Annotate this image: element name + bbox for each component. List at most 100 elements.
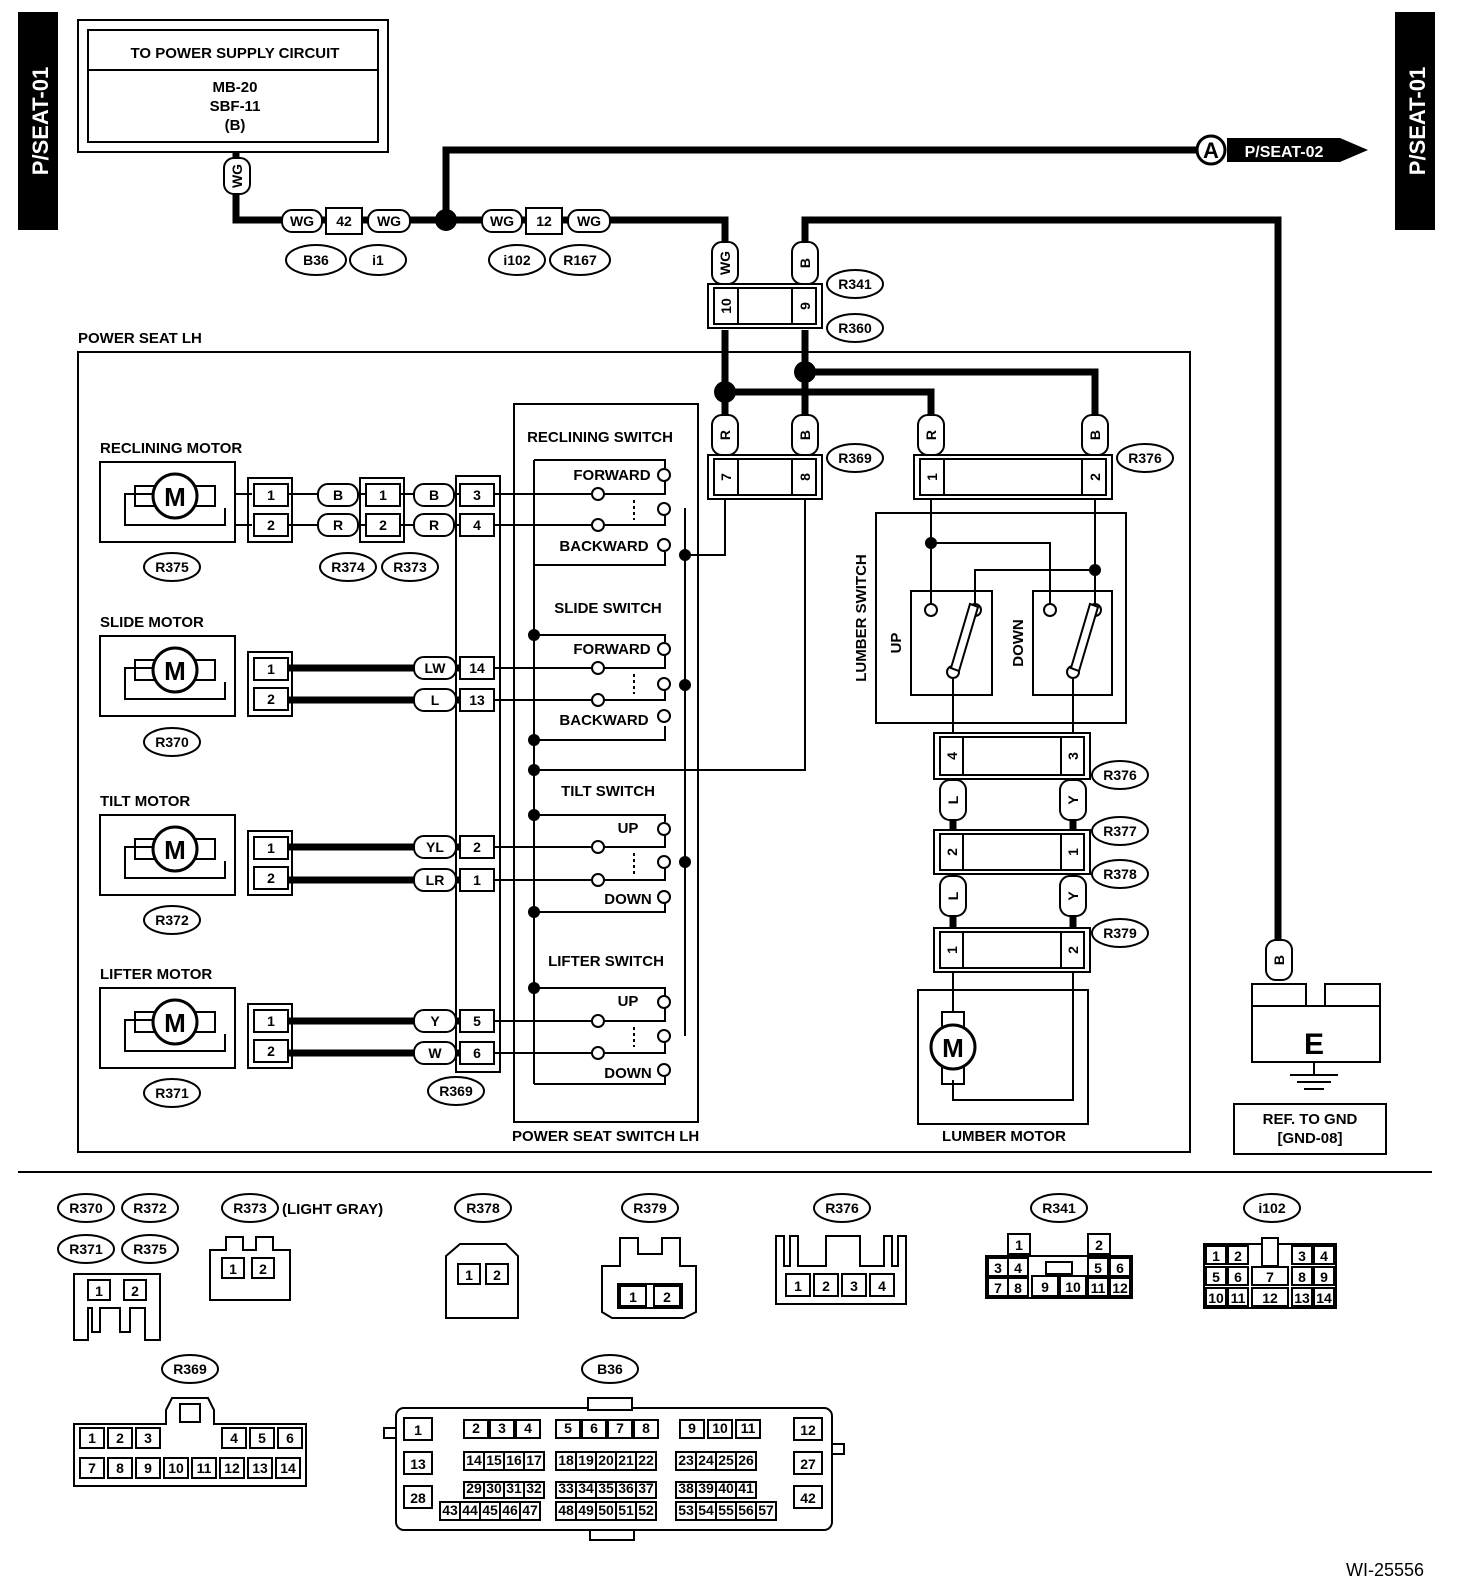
svg-text:B: B — [797, 430, 813, 440]
svg-text:4: 4 — [1014, 1260, 1022, 1276]
svg-text:DOWN: DOWN — [604, 891, 652, 908]
pin-number: 5 — [564, 1420, 572, 1436]
svg-text:R373: R373 — [233, 1200, 267, 1216]
svg-text:1: 1 — [1212, 1248, 1220, 1264]
svg-text:1: 1 — [267, 840, 275, 856]
svg-text:1: 1 — [629, 1289, 637, 1305]
svg-text:LIFTER SWITCH: LIFTER SWITCH — [548, 953, 664, 970]
svg-text:TO POWER SUPPLY CIRCUIT: TO POWER SUPPLY CIRCUIT — [131, 45, 340, 62]
pin-number: 18 — [558, 1452, 574, 1468]
pin-number: 36 — [618, 1480, 634, 1496]
svg-text:13: 13 — [469, 692, 485, 708]
svg-text:B: B — [797, 258, 813, 268]
svg-text:R376: R376 — [1128, 450, 1162, 466]
svg-text:Y: Y — [1065, 795, 1081, 805]
pin-cell — [515, 1419, 541, 1439]
svg-text:R369: R369 — [439, 1083, 473, 1099]
svg-text:14: 14 — [469, 660, 485, 676]
pin-cell — [79, 1457, 105, 1479]
svg-text:M: M — [942, 1033, 964, 1063]
svg-text:12: 12 — [1262, 1290, 1278, 1306]
svg-text:i102: i102 — [1258, 1200, 1285, 1216]
svg-text:R376: R376 — [825, 1200, 859, 1216]
svg-text:REF. TO GND: REF. TO GND — [1263, 1111, 1358, 1128]
svg-text:M: M — [164, 1008, 186, 1038]
pin-number: 30 — [486, 1480, 502, 1496]
pin-number: 14 — [466, 1452, 482, 1468]
svg-text:WG: WG — [717, 251, 733, 275]
pin-number: 43 — [442, 1502, 458, 1518]
svg-text:(LIGHT GRAY): (LIGHT GRAY) — [282, 1201, 383, 1218]
svg-text:WG: WG — [577, 213, 601, 229]
pin-number: 3 — [498, 1420, 506, 1436]
switch-feed-wires — [494, 493, 598, 1054]
connector-view-r370-group: R370 R372 R371 R375 1 2 — [57, 1193, 179, 1341]
pin-number: 11 — [741, 1420, 756, 1436]
pin-cell — [707, 1419, 733, 1439]
pin-number: 3 — [144, 1430, 152, 1446]
power-seat-frame — [77, 351, 1191, 1153]
pin-number: 34 — [578, 1480, 594, 1496]
svg-text:Y: Y — [1065, 891, 1081, 901]
pin-cell — [635, 1451, 657, 1471]
pin-cell — [581, 1419, 607, 1439]
svg-text:SBF-11: SBF-11 — [210, 98, 261, 115]
pin-number: 32 — [526, 1480, 542, 1496]
svg-text:(B): (B) — [225, 117, 246, 134]
svg-text:3: 3 — [850, 1278, 858, 1294]
svg-text:5: 5 — [1212, 1269, 1220, 1285]
svg-text:2: 2 — [131, 1283, 139, 1299]
lumber-motor: M LUMBER MOTOR — [917, 972, 1089, 1145]
svg-text:TILT MOTOR: TILT MOTOR — [100, 793, 190, 810]
pin-cell — [403, 1451, 433, 1475]
svg-text:R373: R373 — [393, 559, 427, 575]
reclining-wire-run: B R 1 2 B R R374 R373 — [288, 477, 460, 582]
svg-text:BACKWARD: BACKWARD — [559, 538, 648, 555]
pin-number: 27 — [800, 1456, 816, 1472]
pin-number: 1 — [414, 1422, 422, 1438]
svg-text:5: 5 — [1094, 1260, 1102, 1276]
pin-number: 57 — [758, 1502, 774, 1518]
svg-text:10: 10 — [718, 298, 734, 314]
pin-cell — [489, 1419, 515, 1439]
pin-cell — [135, 1427, 161, 1449]
svg-text:2: 2 — [1234, 1248, 1242, 1264]
svg-text:10: 10 — [1208, 1290, 1224, 1306]
pin-cell — [735, 1451, 757, 1471]
svg-text:R341: R341 — [1042, 1200, 1076, 1216]
svg-text:5: 5 — [473, 1013, 481, 1029]
pin-number: 37 — [638, 1480, 654, 1496]
pin-number: 4 — [230, 1430, 238, 1446]
svg-text:WG: WG — [490, 213, 514, 229]
svg-text:i1: i1 — [372, 252, 384, 268]
pin-cell — [519, 1501, 541, 1521]
pin-number: 33 — [558, 1480, 574, 1496]
pin-number: 2 — [472, 1420, 480, 1436]
pin-cell — [79, 1427, 105, 1449]
page-tab-left: P/SEAT-01 — [18, 12, 58, 230]
svg-text:13: 13 — [1294, 1290, 1310, 1306]
lumber-switch: LUMBER SWITCH UP DOWN — [853, 499, 1127, 735]
pin-cell — [607, 1419, 633, 1439]
pin-number: 9 — [688, 1420, 696, 1436]
svg-text:M: M — [164, 656, 186, 686]
connector-r369-top: R B 7 8 R369 — [707, 414, 884, 500]
svg-text:3: 3 — [1298, 1248, 1306, 1264]
pin-number: 40 — [718, 1480, 734, 1496]
pin-cell — [191, 1457, 217, 1479]
svg-text:10: 10 — [1065, 1279, 1081, 1295]
svg-text:R167: R167 — [563, 252, 597, 268]
svg-text:8: 8 — [1298, 1269, 1306, 1285]
pin-cell — [635, 1481, 657, 1499]
svg-text:1: 1 — [267, 661, 275, 677]
svg-text:1: 1 — [229, 1261, 237, 1277]
pin-number: 44 — [462, 1502, 478, 1518]
svg-text:R: R — [429, 517, 439, 533]
svg-text:4: 4 — [473, 517, 481, 533]
svg-text:B36: B36 — [303, 252, 329, 268]
offpage-connector-a: A P/SEAT-02 — [1195, 134, 1368, 166]
connector-view-r341: R341 1 2 3 4 5 6 7 8 9 10 11 12 — [985, 1193, 1133, 1299]
svg-text:R370: R370 — [69, 1200, 103, 1216]
svg-text:1: 1 — [267, 487, 275, 503]
